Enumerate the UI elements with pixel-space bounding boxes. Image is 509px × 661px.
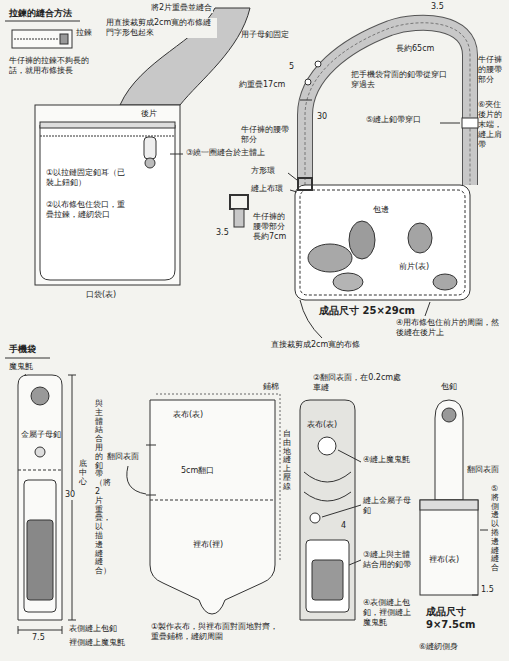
callout-text: 包釦: [440, 382, 458, 392]
callout-text: 直接裁剪成2cm寬的布條: [270, 340, 372, 350]
callout-text: 把手機袋背面的釦帶從穿口穿過去: [350, 70, 452, 90]
callout-text: 裡側縫上魔鬼氈: [68, 638, 126, 648]
callout-text: 手機袋: [8, 344, 37, 355]
callout-text: ④縫上魔鬼氈: [362, 455, 416, 465]
callout-text: 牛仔褲的腰帶部分: [477, 55, 505, 85]
callout-text: 成品尺寸 25×29cm: [318, 305, 416, 318]
callout-text: ⑥縫紉側身: [418, 642, 459, 652]
callout-text: ④用布條包住前片的周圍，然後縫在後片上: [395, 318, 505, 338]
callout-text: 翻回表面: [466, 465, 500, 475]
callout-text: 長約65cm: [395, 44, 435, 54]
dimension-number: 30: [64, 490, 76, 500]
callout-text: 表側縫上包釦: [68, 624, 118, 634]
callout-text: 方形環: [250, 166, 276, 176]
callout-text: 金屬子母釦: [20, 430, 62, 440]
dimension-number: 4: [340, 521, 347, 531]
dimension-number: 1.5: [480, 585, 495, 595]
dimension-number: 3.5: [215, 228, 230, 238]
callout-text: 前片(表): [398, 262, 430, 272]
callout-text: 牛仔褲的腰帶部分長約7cm: [252, 212, 292, 242]
dimension-number: 3.5: [430, 2, 445, 12]
callout-text: 表布(表): [172, 410, 204, 420]
vertical-note: 自由地縫上壓線: [282, 430, 292, 492]
callout-text: ②翻回表面，在0.2cm處車縫: [312, 373, 404, 393]
callout-text: 牛仔褲的拉鍊不夠長的話，就用布條接長: [8, 56, 105, 76]
callout-text: ④表側縫上包釦，裡側縫上魔鬼氈: [362, 598, 414, 628]
callout-text: 拉鍊的縫合方法: [8, 8, 73, 19]
callout-text: 鋪棉: [262, 382, 280, 392]
callout-text: ③縫上與主體結合用的釦帶: [362, 550, 414, 570]
callout-text: 成品尺寸 9×7.5cm: [425, 606, 489, 631]
callout-text: 魔鬼氈: [8, 362, 34, 372]
callout-text: ②以布條包住袋口，重疊拉鍊，縫紉袋口: [45, 200, 132, 220]
dimension-number: 5: [288, 62, 295, 72]
callout-text: 裡布(裡): [192, 540, 224, 550]
vertical-note: 與主體結合用的釦帶（將2片重疊，以描邊縫縫合）: [94, 400, 104, 576]
dimension-number: 7.5: [31, 633, 46, 643]
callout-text: 用直接裁剪成2cm寬的布條縫門字形包起來: [105, 18, 217, 38]
dimension-number: 30: [316, 112, 328, 122]
callout-text: 包邊: [372, 205, 390, 215]
callout-text: 翻回表面: [106, 452, 140, 462]
callout-text: 牛仔褲的腰帶部分: [240, 125, 292, 145]
callout-text: 口袋(表): [85, 290, 117, 300]
callout-text: 將2片重疊並縫合: [150, 3, 213, 13]
callout-text: 後片: [140, 109, 158, 119]
callout-text: 縫上布環: [250, 184, 284, 194]
callout-text: ⑥夾住後片的末端，縫上肩帶: [477, 100, 505, 150]
callout-text: 用子母釦固定: [240, 30, 290, 40]
callout-text: 裡布(表): [428, 555, 460, 565]
callout-text: 縫上金屬子母釦: [362, 496, 414, 516]
callout-text: 5cm翻口: [180, 466, 215, 476]
callout-text: ①以拉鏈固定釦耳（已裝上鈕釦）: [45, 168, 132, 188]
callout-text: 表布(表): [306, 420, 338, 430]
callout-text: ③繞一圈縫合於主體上: [185, 148, 267, 158]
callout-text: 拉鍊: [75, 28, 93, 38]
vertical-note: 底中心: [78, 460, 88, 486]
callout-text: 約重疊17cm: [238, 80, 286, 90]
vertical-note: ⑤將側邊以捲邊縫縫合: [490, 485, 500, 573]
callout-text: ⑤縫上釦帶穿口: [365, 115, 422, 125]
callout-text: ①製作表布，與裡布面對面地對齊，重疊鋪棉，縫紉周圍: [150, 622, 282, 642]
